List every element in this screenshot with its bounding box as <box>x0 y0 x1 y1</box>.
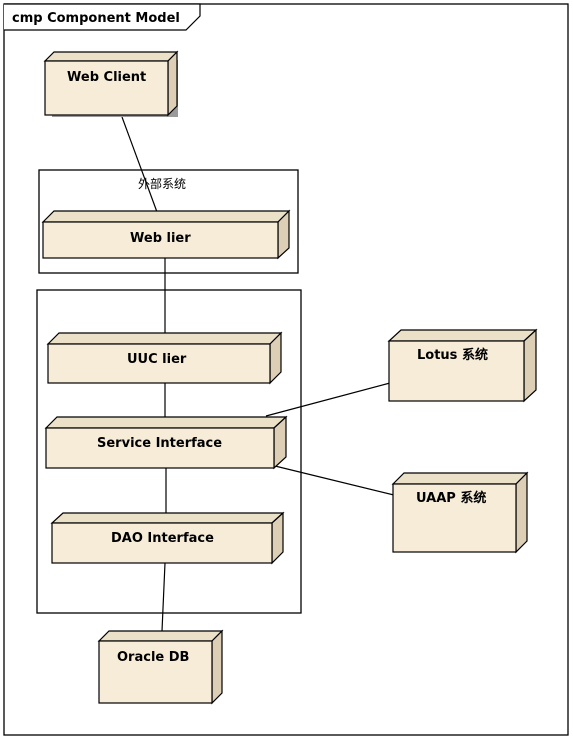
web-tier-label: Web lier <box>130 231 191 246</box>
frame-title-tab <box>4 3 201 31</box>
connector-dao-oracle <box>161 562 166 632</box>
web-client-label: Web Client <box>67 70 146 85</box>
external-system-package <box>38 169 299 274</box>
external-system-label: 外部系统 <box>138 176 186 191</box>
node-uaap: UAAP 系统 <box>391 471 529 554</box>
node-service-interface: Service Interface <box>44 415 288 470</box>
connector-client-webtier <box>121 116 158 213</box>
diagram-frame <box>3 3 569 736</box>
node-web-client: Web Client <box>43 50 179 117</box>
node-dao-interface: DAO Interface <box>50 511 285 565</box>
node-lotus: Lotus 系统 <box>387 328 538 403</box>
node-uuc-tier: UUC lier <box>46 331 283 385</box>
connector-service-lotus <box>265 382 391 417</box>
lotus-label: Lotus 系统 <box>417 347 488 363</box>
frame-title: cmp Component Model <box>12 11 180 26</box>
node-web-tier: Web lier <box>41 209 291 260</box>
core-system-package <box>36 289 302 614</box>
dao-interface-label: DAO Interface <box>111 531 214 546</box>
connector-service-uaap <box>274 465 399 497</box>
uuc-tier-label: UUC lier <box>127 352 187 367</box>
oracle-db-label: Oracle DB <box>117 650 189 665</box>
uaap-label: UAAP 系统 <box>416 490 486 506</box>
node-oracle-db: Oracle DB <box>97 629 224 705</box>
service-interface-label: Service Interface <box>97 436 222 451</box>
